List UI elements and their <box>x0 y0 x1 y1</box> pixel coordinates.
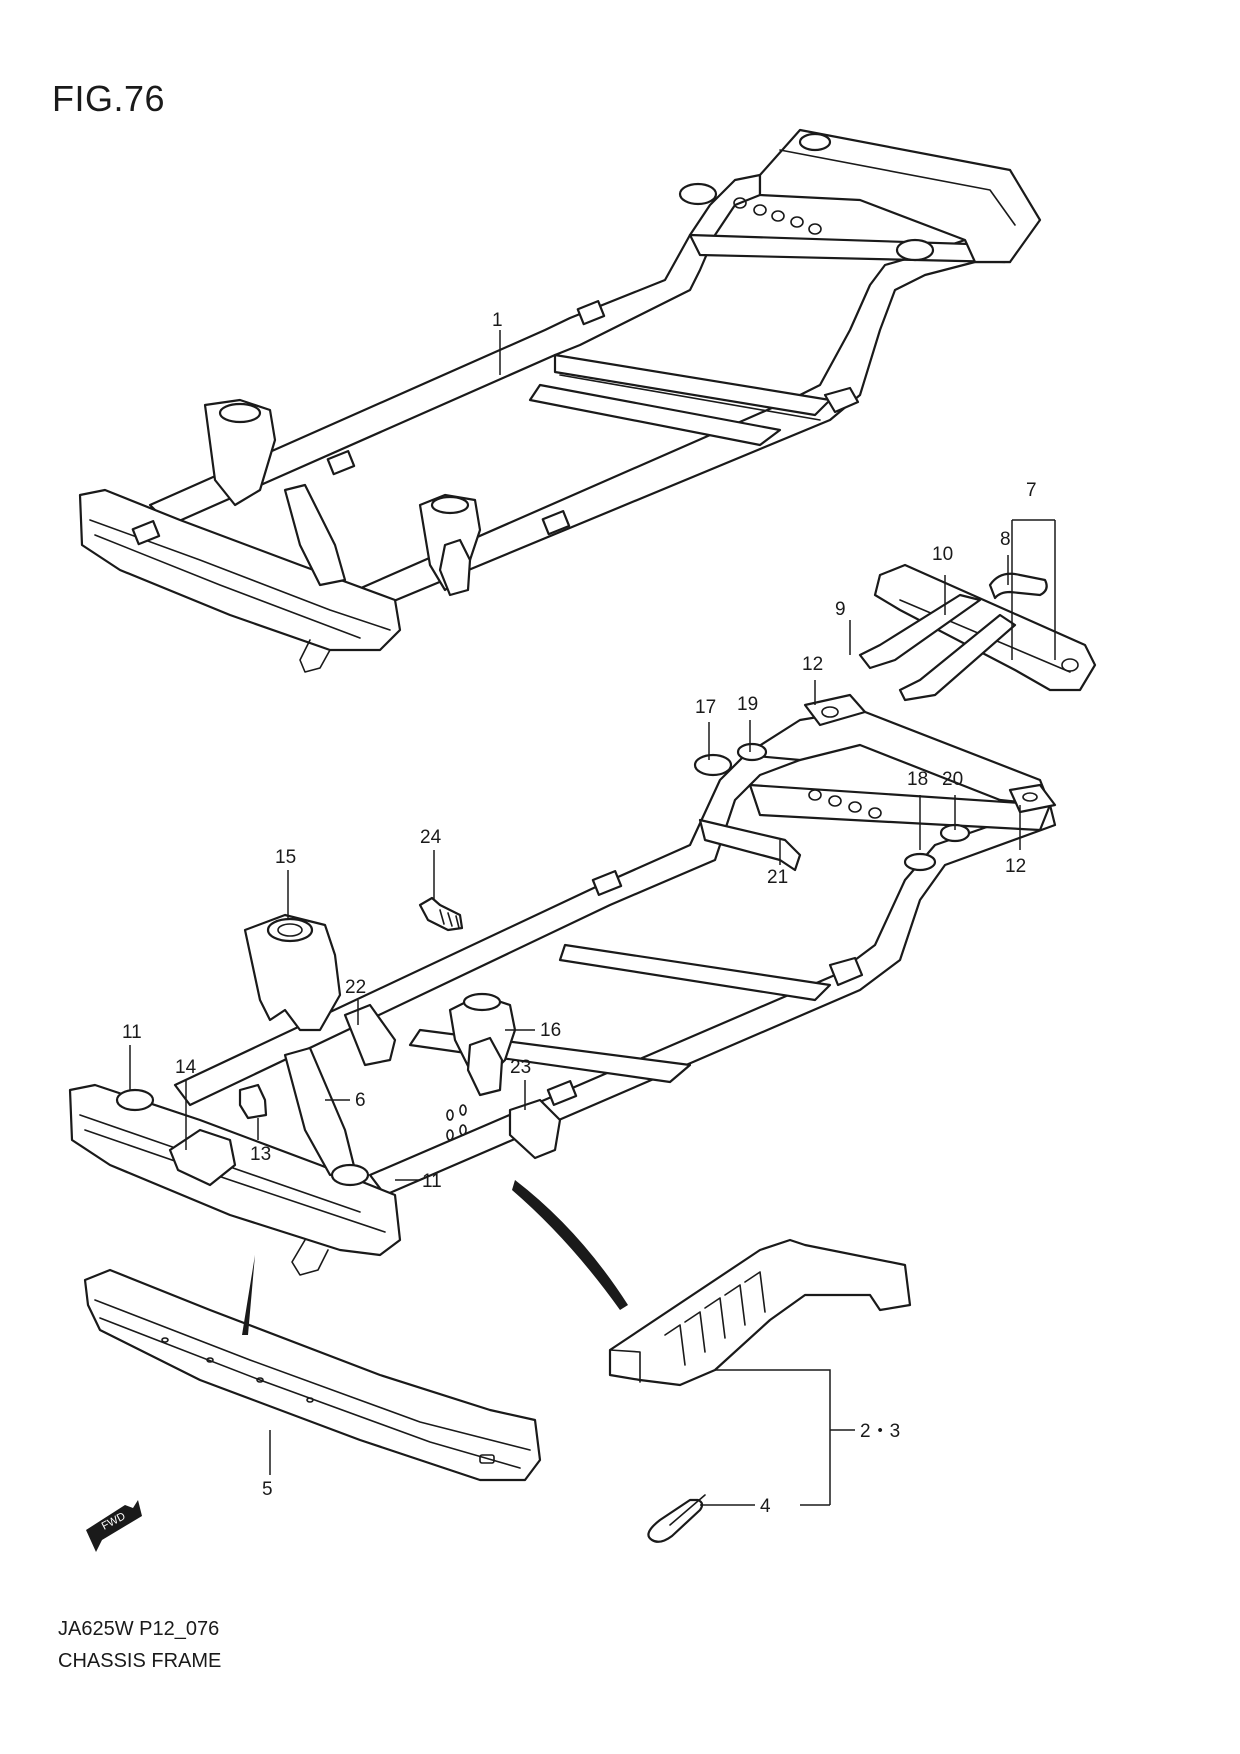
document-code: JA625W P12_076 <box>58 1618 220 1640</box>
exploded-right-rail <box>368 803 1057 1197</box>
callout-11a: 11 <box>122 1022 142 1043</box>
callout-1: 1 <box>492 310 503 331</box>
torque-rod-21 <box>698 818 802 872</box>
leader-lines <box>129 330 1056 1506</box>
exploded-tow-hook <box>291 1239 329 1276</box>
mount-boss-11b <box>330 1163 370 1187</box>
callout-2-3: 2・3 <box>860 1421 900 1442</box>
callout-24: 24 <box>420 827 442 848</box>
bracket-23 <box>508 1098 562 1160</box>
callout-4: 4 <box>760 1496 771 1517</box>
bumper-beam-5 <box>83 1268 542 1482</box>
exploded-rear-boss-17 <box>693 753 733 777</box>
callout-15: 15 <box>275 847 296 868</box>
rear-mount-boss-left <box>678 182 718 206</box>
bump-stop-exploded <box>466 1036 504 1097</box>
exploded-cross-member-1 <box>558 943 832 1002</box>
callout-23: 23 <box>510 1057 531 1078</box>
rail-ribs <box>664 1271 766 1366</box>
rear-bracket-strap-9 <box>858 593 982 670</box>
frame-assembly-exploded <box>68 693 1057 1276</box>
pointer-arrow-beam <box>242 1255 255 1335</box>
exploded-rear-boss-19 <box>736 742 768 762</box>
exploded-loose-parts <box>115 896 562 1187</box>
exploded-rear-stub <box>828 956 864 987</box>
rear-axle-stub <box>823 386 860 414</box>
clip-8 <box>988 572 1048 600</box>
document-caption: CHASSIS FRAME <box>58 1650 222 1672</box>
exploded-rear-boss-18 <box>903 852 937 872</box>
bump-stop-top <box>438 538 472 597</box>
callout-10: 10 <box>932 544 953 565</box>
exploded-front-beam <box>68 1083 402 1257</box>
front-bumper-beam <box>78 488 402 652</box>
callout-8: 8 <box>1000 529 1011 550</box>
fwd-arrow-badge: FWD <box>86 1500 142 1552</box>
callout-12b: 12 <box>1005 856 1026 877</box>
callout-7: 7 <box>1026 480 1037 501</box>
callout-12a: 12 <box>802 654 823 675</box>
callout-18: 18 <box>907 769 928 790</box>
callout-9: 9 <box>835 599 846 620</box>
exploded-rear-crossmember <box>748 783 1052 832</box>
rear-cross-member <box>688 233 1007 264</box>
rear-bracket-assembly <box>858 563 1097 702</box>
exploded-rear-holes <box>808 789 882 819</box>
callout-14: 14 <box>175 1057 197 1078</box>
callout-5: 5 <box>262 1479 273 1500</box>
spring-tower-15 <box>243 913 342 1032</box>
callout-22: 22 <box>345 977 366 998</box>
bracket-22 <box>343 1003 397 1067</box>
callout-20: 20 <box>942 769 963 790</box>
cross-member-2 <box>553 353 832 417</box>
callout-labels: 1 7 8 9 10 12 17 19 18 20 12 21 24 15 22… <box>122 310 1037 1517</box>
exploded-rear-bracket-12a <box>803 693 867 727</box>
callout-6: 6 <box>355 1090 366 1111</box>
front-left-spring-tower <box>203 398 277 507</box>
callout-21: 21 <box>767 867 788 888</box>
callout-17: 17 <box>695 697 716 718</box>
callout-13: 13 <box>250 1144 271 1165</box>
side-rail-section-2-3 <box>608 1238 912 1387</box>
bushing-block-13 <box>238 1083 268 1120</box>
frame-assembly-top <box>78 128 1042 673</box>
mount-boss-11a <box>115 1088 155 1112</box>
rear-mount-boss-right <box>895 238 935 262</box>
pointer-arrow-side-rail <box>512 1180 628 1310</box>
rear-crossmember-holes <box>733 197 822 235</box>
callout-16: 16 <box>540 1020 561 1041</box>
callout-11b: 11 <box>422 1171 442 1192</box>
front-tow-hook <box>299 639 331 673</box>
exploded-rear-bracket-12b <box>1008 783 1057 814</box>
cross-member-1 <box>528 383 782 447</box>
rear-mount-boss-upper <box>798 132 832 152</box>
rear-upper-frame <box>758 128 1042 264</box>
callout-19: 19 <box>737 694 758 715</box>
beam-5-holes <box>161 1337 314 1403</box>
rear-bracket-strap-10 <box>898 613 1017 702</box>
front-suspension-arm <box>283 483 347 587</box>
figure-title: FIG.76 <box>52 78 166 119</box>
